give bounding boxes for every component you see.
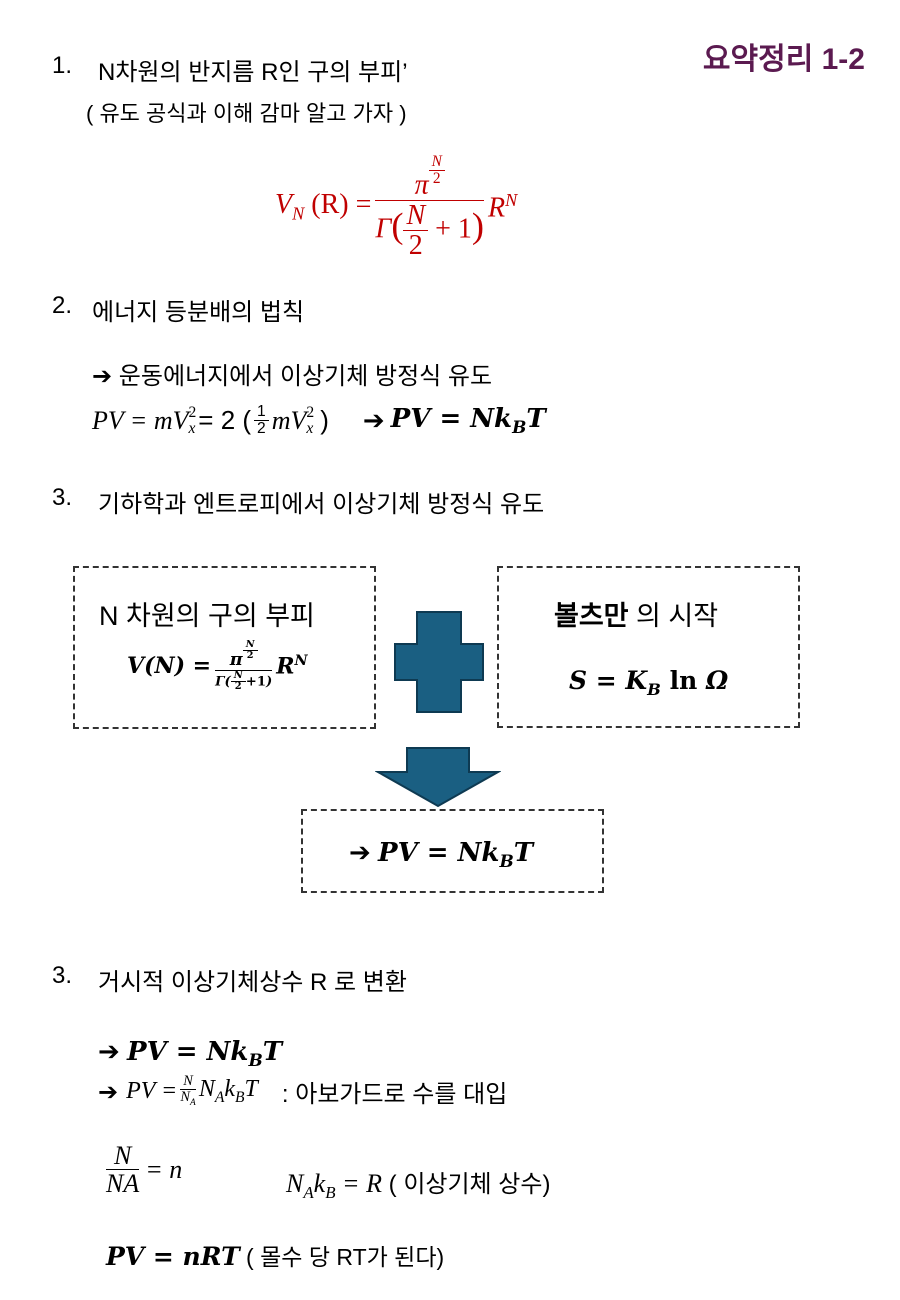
section2-heading: 에너지 등분배의 법칙 [92, 299, 305, 326]
section3-number: 3. [52, 484, 73, 511]
boltzmann-entropy-formula: S = KB ln Ω [569, 666, 729, 699]
plus-shape [394, 611, 484, 713]
section3-heading: 기하학과 엔트로피에서 이상기체 방정식 유도 [98, 491, 545, 518]
boltzmann-box: 볼츠만 의 시작 S = KB ln Ω [497, 566, 800, 728]
section1-number: 1. [52, 52, 73, 79]
arrow-icon: ➔ [98, 1077, 119, 1106]
box2-label: 볼츠만 의 시작 [554, 601, 719, 631]
box1-label: N 차원의 구의 부피 [99, 601, 315, 631]
section4-number: 3. [52, 962, 73, 989]
final-equation: PV = nRT ( 몰수 당 RT가 된다) [106, 1242, 445, 1271]
section2-number: 2. [52, 292, 73, 319]
ideal-gas-result-box: ➔ PV = NkBT [301, 809, 604, 893]
gas-constant-equation: NAkB = R ( 이상기체 상수) [286, 1169, 551, 1203]
arrow-icon: ➔ [362, 405, 385, 436]
box3-formula: ➔ PV = NkBT [349, 838, 534, 872]
page-title: 요약정리 1-2 [702, 43, 865, 76]
arrow-icon: ➔ [92, 362, 113, 390]
arrow-icon: ➔ [98, 1037, 120, 1067]
section4-heading: 거시적 이상기체상수 R 로 변환 [98, 969, 407, 996]
arrow-icon: ➔ [349, 838, 371, 868]
ideal-gas-equation: ➔ PV = NkBT [98, 1037, 283, 1071]
down-arrow-shape [375, 747, 501, 808]
kinetic-derivation-line: ➔ 운동에너지에서 이상기체 방정식 유도 [92, 362, 493, 390]
section1-heading: N차원의 반지름 R인 구의 부피’ [98, 59, 408, 86]
section1-subheading: ( 유도 공식과 이해 감마 알고 가자 ) [86, 101, 407, 126]
